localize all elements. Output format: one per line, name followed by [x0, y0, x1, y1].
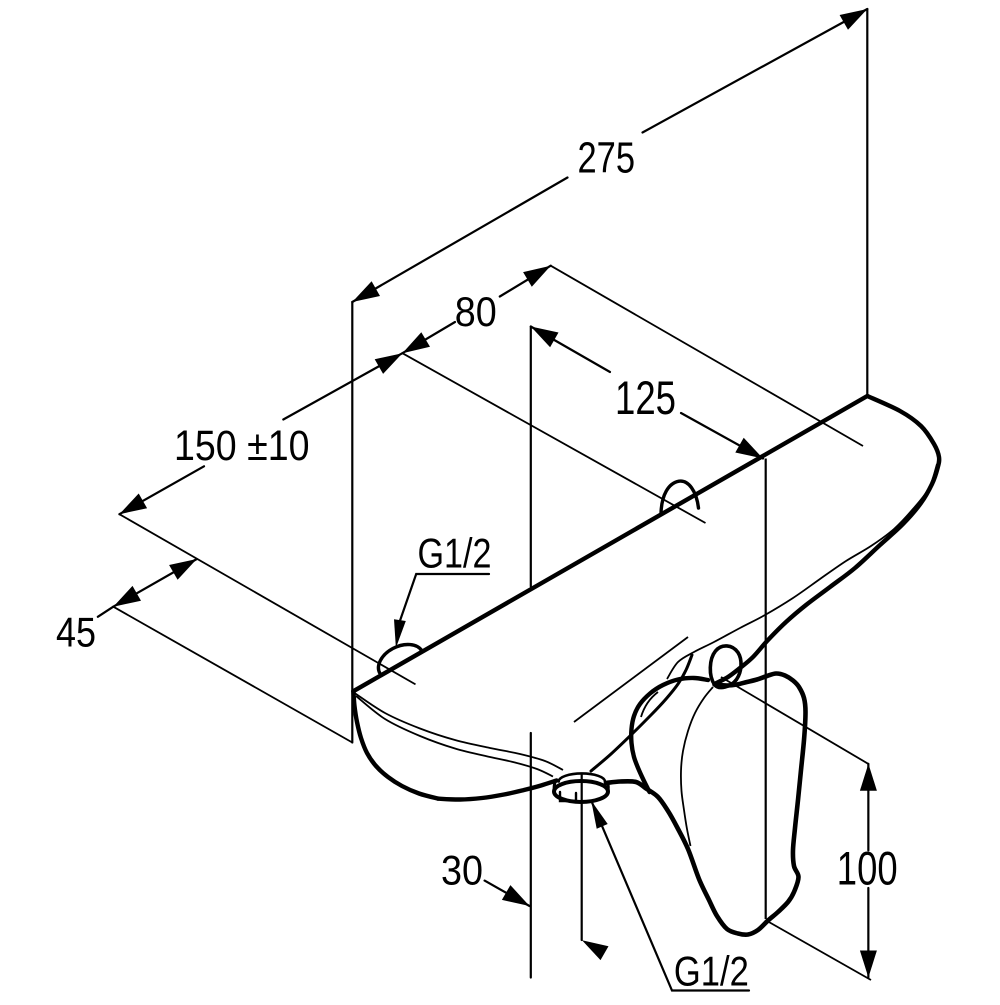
svg-text:G1/2: G1/2 — [674, 947, 749, 994]
svg-text:G1/2: G1/2 — [418, 530, 492, 577]
svg-text:45: 45 — [56, 609, 96, 656]
svg-text:100: 100 — [837, 842, 898, 895]
svg-text:80: 80 — [455, 288, 497, 335]
svg-text:275: 275 — [578, 133, 636, 182]
svg-text:125: 125 — [615, 371, 676, 424]
svg-text:30: 30 — [441, 847, 483, 894]
svg-text:150 ±10: 150 ±10 — [174, 422, 310, 470]
